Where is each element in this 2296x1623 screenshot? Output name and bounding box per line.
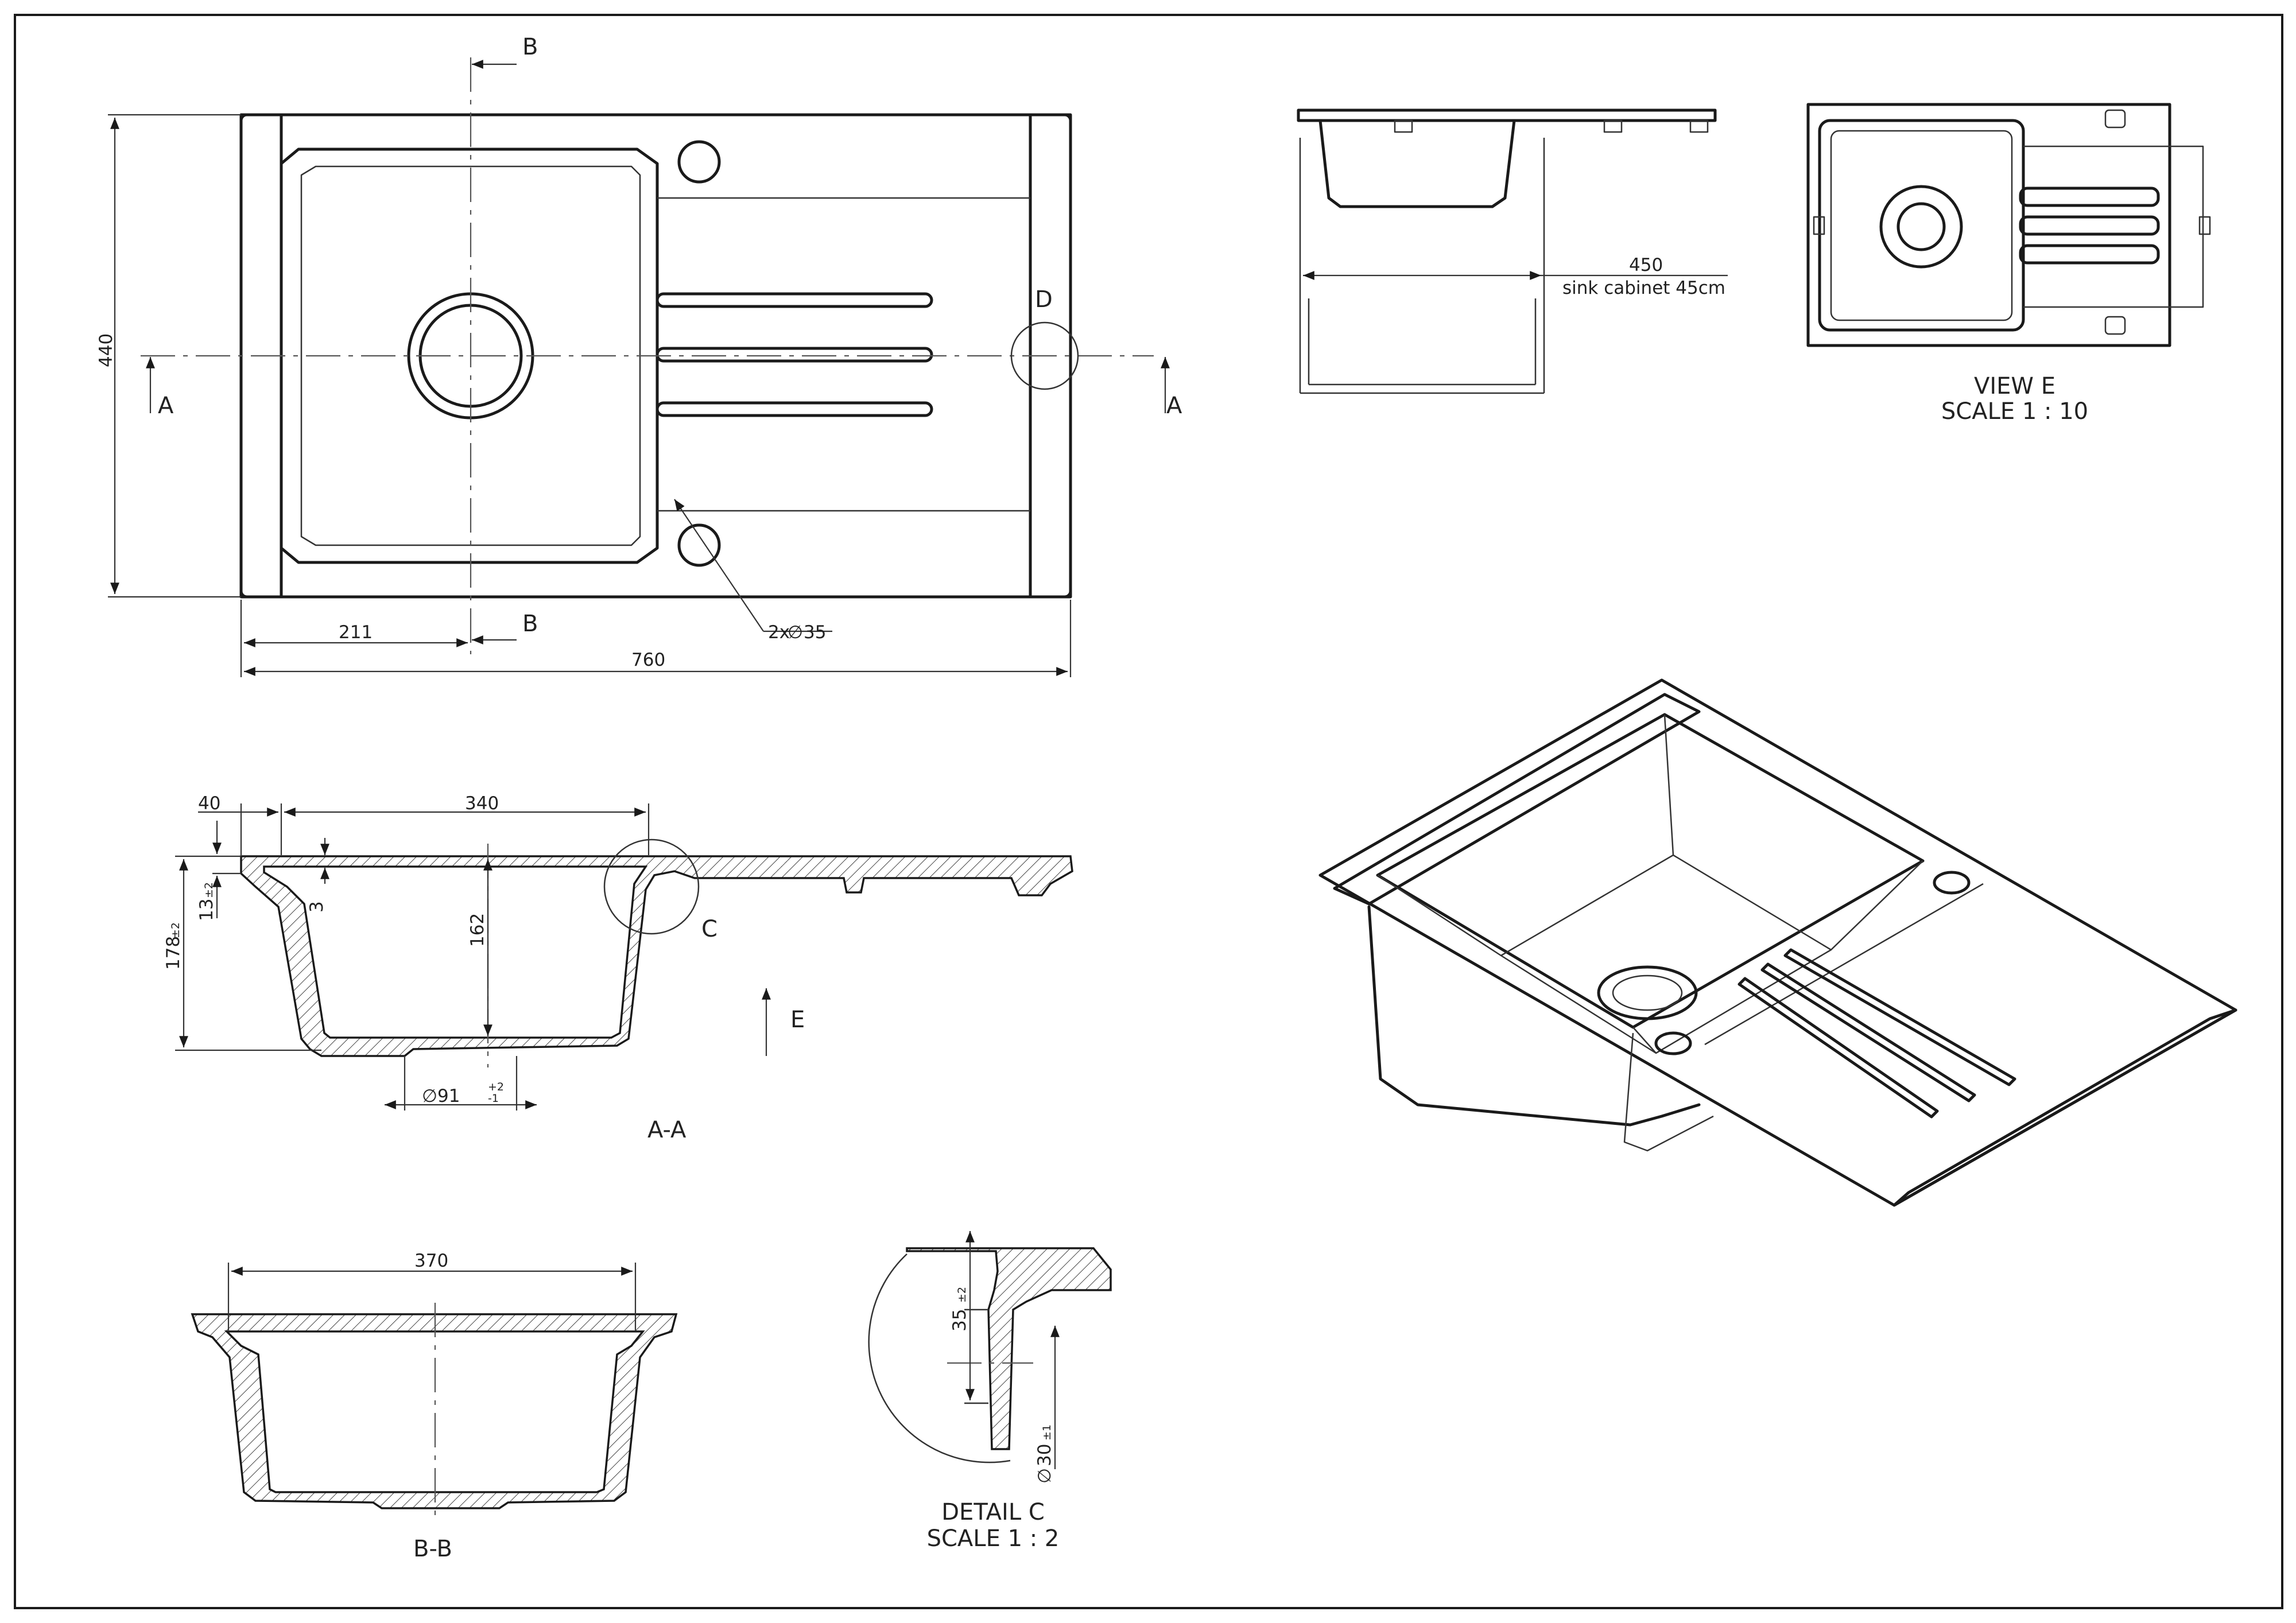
length-dim-text: 760 — [631, 650, 665, 670]
rim-height-dim-text: 13 — [196, 899, 217, 921]
iso-tap-hole-back — [1933, 871, 1971, 895]
holes-leader — [674, 499, 764, 632]
detail-c-label: C — [701, 916, 718, 942]
iso-right-strip — [1892, 1008, 2237, 1207]
cabinet-note-text: sink cabinet 45cm — [1562, 278, 1725, 298]
view-e-clip-left — [1813, 216, 1825, 235]
iso-bowl-wall-left — [1377, 874, 1502, 957]
detail-c-profile — [906, 1247, 1112, 1450]
top-view: D B B A A 440 211 760 2x ∅ 35 — [96, 34, 1182, 677]
view-e-groove-1 — [2019, 187, 2160, 207]
detail-d-label: D — [1035, 286, 1053, 313]
section-b-bottom-label: B — [522, 611, 538, 637]
width-dim-text: 440 — [96, 333, 117, 367]
iso-drain-inner — [1612, 974, 1683, 1011]
detail-c-hole-tol: ±1 — [1041, 1424, 1053, 1440]
detail-c-hole-text: 30 — [1034, 1444, 1055, 1466]
detail-c: 35 ±2 ∅ 30 ±1 DETAIL C SCALE 1 : 2 — [868, 1231, 1112, 1552]
section-bb-profile — [191, 1313, 678, 1509]
view-e-title: VIEW E — [1974, 373, 2055, 399]
view-e-clip-right — [2198, 216, 2211, 235]
iso-bowl-wall-top — [1663, 714, 1674, 856]
rim-height-tol-text: ±2 — [203, 882, 215, 898]
isometric-view — [1318, 678, 2237, 1207]
side-clip-3 — [1689, 119, 1709, 133]
iso-tap-hole-front — [1654, 1031, 1692, 1055]
bowl-inner — [300, 165, 641, 546]
iso-body-inner — [1623, 1032, 1714, 1152]
drain-groove-mid — [656, 347, 933, 363]
drain-groove-bottom — [656, 401, 933, 417]
iso-groove-1 — [1783, 948, 2016, 1086]
thickness-dim-text: 3 — [307, 901, 327, 913]
detail-c-height-text: 35 — [949, 1309, 970, 1331]
offset-dim-text: 211 — [339, 622, 373, 643]
side-rim — [1297, 108, 1717, 122]
iso-groove-3 — [1737, 977, 1939, 1119]
depth-dim-text: 162 — [467, 913, 488, 947]
iso-drain — [1597, 965, 1698, 1020]
iso-groove-2 — [1760, 962, 1976, 1102]
iso-bowl-inner — [1500, 854, 1832, 1054]
section-bb: 370 B-B — [191, 1251, 678, 1562]
view-e-clip-bottom — [2104, 316, 2126, 335]
view-e-drain-inner — [1896, 202, 1946, 251]
view-e-groove-2 — [2019, 215, 2160, 236]
drain-tol-upper: +2 — [488, 1081, 504, 1093]
tap-hole-bottom — [677, 523, 721, 567]
iso-bowl-wall-right — [1830, 860, 1923, 950]
drain-dim-text: 91 — [437, 1086, 460, 1106]
side-clip-2 — [1603, 119, 1623, 133]
drain-tol-lower: -1 — [488, 1092, 499, 1105]
tap-hole-top — [677, 140, 721, 184]
view-e-arrow-label: E — [790, 1007, 805, 1033]
iso-top-rim — [1333, 693, 1701, 906]
holes-diameter-text: 35 — [804, 622, 826, 643]
view-e-drain-outer — [1879, 185, 1963, 269]
holes-count-text: 2x — [768, 622, 790, 643]
side-view: 450 sink cabinet 45cm — [1297, 108, 1728, 394]
total-height-dim-text: 178 — [163, 936, 184, 970]
side-clip-1 — [1394, 119, 1413, 133]
bowl-outer — [280, 147, 659, 564]
side-bowl — [1318, 119, 1516, 208]
bowl-dim-text: 340 — [465, 793, 499, 814]
detail-c-circle — [603, 838, 700, 935]
rim-dim-text: 40 — [198, 793, 220, 814]
detail-c-hole-diameter-symbol: ∅ — [1034, 1468, 1055, 1484]
section-bb-title: B-B — [413, 1536, 452, 1562]
detail-c-boundary — [868, 1253, 1011, 1463]
iso-body-left — [1367, 905, 1701, 1127]
view-e-groove-3 — [2019, 244, 2160, 265]
section-aa-profile — [240, 855, 1073, 1057]
detail-c-scale: SCALE 1 : 2 — [927, 1525, 1060, 1552]
view-e-bowl — [1818, 119, 2025, 332]
sheet-border — [14, 14, 2283, 1609]
iso-bowl-wall-bottom — [1632, 1027, 1657, 1054]
detail-c-title: DETAIL C — [941, 1499, 1045, 1525]
drain-diameter-symbol: ∅ — [422, 1086, 437, 1106]
total-height-tol-text: ±2 — [169, 922, 182, 938]
view-e-drainboard — [2023, 145, 2204, 308]
section-aa-title: A-A — [647, 1117, 687, 1143]
view-e: VIEW E SCALE 1 : 10 — [1806, 103, 2211, 425]
section-b-top-label: B — [522, 34, 538, 60]
view-e-clip-top — [2104, 109, 2126, 129]
view-e-outline — [1806, 103, 2171, 347]
cabinet-dim-text: 450 — [1629, 255, 1663, 275]
bb-width-dim-text: 370 — [414, 1251, 448, 1271]
view-e-scale: SCALE 1 : 10 — [1941, 398, 2088, 425]
drain-groove-top — [656, 292, 933, 308]
iso-drainboard-edge — [1704, 883, 1984, 1046]
view-e-bowl-inner — [1830, 130, 2013, 321]
detail-c-height-tol: ±2 — [956, 1287, 968, 1303]
holes-diameter-symbol: ∅ — [788, 622, 803, 643]
section-a-left-label: A — [158, 393, 174, 419]
section-aa: C E 40 340 3 13 ±2 178 ±2 162 ∅ 91 — [163, 793, 1073, 1143]
section-a-right-label: A — [1166, 393, 1182, 419]
detail-d-circle — [1010, 321, 1079, 390]
